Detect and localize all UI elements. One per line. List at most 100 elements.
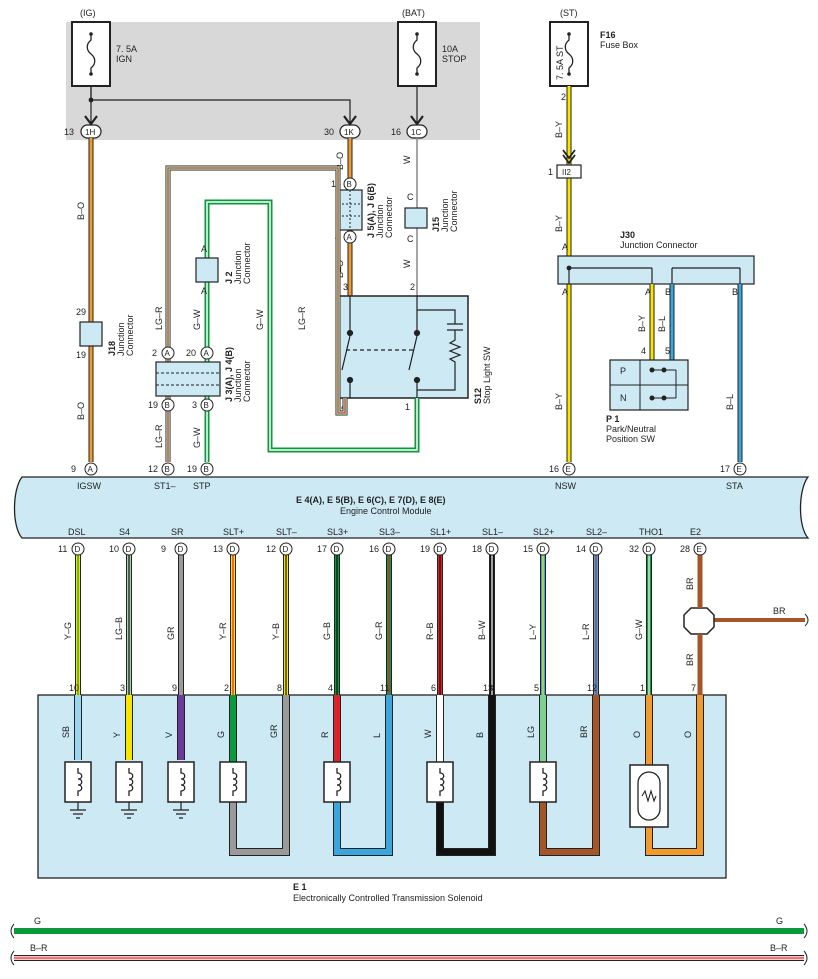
ecm-wire-label-5: G–B (322, 622, 332, 640)
ecm-bottom-pin-num-9: 15 (523, 544, 533, 554)
ecm-top-pin-name-4: STA (726, 481, 743, 491)
p1-pin4: 4 (641, 346, 646, 356)
ecm-top-pin-name-3: NSW (555, 481, 577, 491)
j15-id: J15 (431, 217, 441, 232)
pin-16-label: 16 (391, 127, 401, 137)
s12-pin1: 1 (405, 402, 410, 412)
ecm-bottom-pin-4 (279, 542, 293, 556)
ecm-bottom-pin-name-1: S4 (119, 527, 130, 537)
p1-id: P 1 (606, 414, 619, 424)
s12-id: S12 (473, 388, 483, 404)
j34-id: J 3(A), J 4(B) (224, 347, 234, 402)
ecm-wire-label-2: GR (166, 626, 176, 640)
ecm-bottom-pin-num-4: 12 (266, 544, 276, 554)
wire-gw (204, 199, 420, 462)
wire-label-by-3: B–Y (554, 393, 564, 410)
bat-label: (BAT) (402, 8, 425, 18)
sol-color-label-9: LG (526, 726, 536, 738)
conn-ii2 (556, 164, 582, 179)
j34-pinB-1: B (165, 401, 170, 410)
ecm-bottom-pin-num-0: 11 (58, 544, 67, 554)
p1-name1: Park/Neutral (606, 424, 656, 434)
j30-pinA-2: A (645, 287, 651, 297)
wire-label-bo-3: B–O (335, 152, 345, 170)
wire-label-bl-1: B–L (657, 316, 667, 332)
ecm-wire-label-10: L–R (581, 623, 591, 640)
ecm-top-pin-name-2: STP (193, 481, 211, 491)
ecm-bottom-pin-12 (693, 542, 707, 556)
wire-label-bo-2: B–O (76, 402, 86, 420)
ecm-top-pin-letter-1: B (165, 465, 170, 474)
sol-pin-5: 4 (328, 683, 333, 693)
ecm-top-pin-num-0: 9 (71, 464, 76, 474)
sol-color-label-6: L (372, 733, 382, 738)
ecm-bottom-pin-name-12: E2 (690, 527, 701, 537)
sol-pin-0: 10 (69, 683, 79, 693)
ecm-wire-label-11: G–W (634, 619, 644, 640)
j15-a: Junction (440, 198, 450, 232)
wire-label-bo-1: B–O (76, 202, 86, 220)
ecm-wire-label-6: G–R (374, 621, 384, 640)
arrow-1c (410, 115, 424, 126)
wire-label-bl-2: B–L (725, 394, 735, 410)
j30-box (557, 255, 755, 285)
ecm-bottom-pin-name-9: SL2+ (533, 527, 554, 537)
j18-pin19: 19 (76, 350, 86, 360)
j30-pinA-1: A (562, 287, 568, 297)
thermistor-resistor-icon (641, 789, 657, 803)
fuse-st (549, 21, 589, 87)
sol-pin-3: 2 (224, 683, 229, 693)
j34-pinB-2: B (204, 401, 209, 410)
ecm-bottom-pin-letter-1: D (126, 545, 132, 554)
solenoid-coil-0-winding (77, 768, 83, 796)
ecm-bottom-pin-letter-10: D (593, 545, 599, 554)
j30-name: Junction Connector (620, 240, 698, 250)
fuse-stop (397, 21, 437, 87)
j15-box (404, 207, 428, 229)
sol-color-label-0: SB (61, 726, 71, 738)
ecm-bottom-pin-5 (330, 542, 344, 556)
j18-pin29: 29 (76, 307, 86, 317)
j18-box (79, 321, 103, 347)
ground-icon-0 (70, 802, 86, 819)
wire-label-by-2: B–Y (554, 215, 564, 232)
legend-br-wire (10, 950, 808, 966)
j2-box (195, 257, 219, 283)
fuse-ign-name: IGN (116, 54, 132, 64)
ecm-wire-label-9: L–Y (528, 624, 538, 640)
ecm-bottom-pin-letter-7: D (437, 545, 443, 554)
j18-id: J18 (107, 341, 117, 356)
ecm-top-pin-0 (84, 462, 98, 476)
pin-30-label: 30 (324, 127, 334, 137)
j56-id: J 5(A), J 6(B) (366, 183, 376, 238)
ecm-wire-label-1: LG–B (114, 617, 124, 640)
j2-id: J 2 (224, 271, 234, 284)
st-label: (ST) (560, 8, 578, 18)
ecm-bottom-pin-9 (536, 542, 550, 556)
ecm-bottom-pin-name-0: DSL (68, 527, 86, 537)
ecm-wire-label-12: BR (685, 577, 695, 590)
s12-pin2: 2 (410, 282, 415, 292)
sol-pin-1: 3 (120, 683, 125, 693)
ecm-name: Engine Control Module (340, 506, 432, 516)
stop-switch-contacts (341, 296, 463, 398)
ecm-wire-label-8: B–W (477, 620, 487, 640)
ii2-pin1: 1 (548, 167, 553, 177)
ecm-top-pin-name-1: ST1– (154, 481, 176, 491)
wire-lgr (165, 165, 348, 462)
ecm-panel (13, 476, 810, 539)
ecm-bottom-pin-7 (433, 542, 447, 556)
ecm-bottom-pin-letter-6: D (386, 545, 392, 554)
ecm-bottom-pin-num-11: 32 (629, 544, 639, 554)
arrow-1k (343, 115, 357, 126)
j2-pin-top: A (201, 244, 207, 254)
j30-id: J30 (620, 230, 635, 240)
j15-pinC-top: C (407, 192, 414, 202)
e1-id: E 1 (293, 882, 307, 892)
ecm-wire-label-12-b: BR (685, 653, 695, 666)
ecm-bottom-pin-num-7: 19 (420, 544, 430, 554)
j56-b: Connector (384, 196, 394, 238)
j18-a: Junction (116, 322, 126, 356)
j34-pin3: 3 (192, 400, 197, 410)
fuse-stop-rating: 10A (442, 44, 458, 54)
